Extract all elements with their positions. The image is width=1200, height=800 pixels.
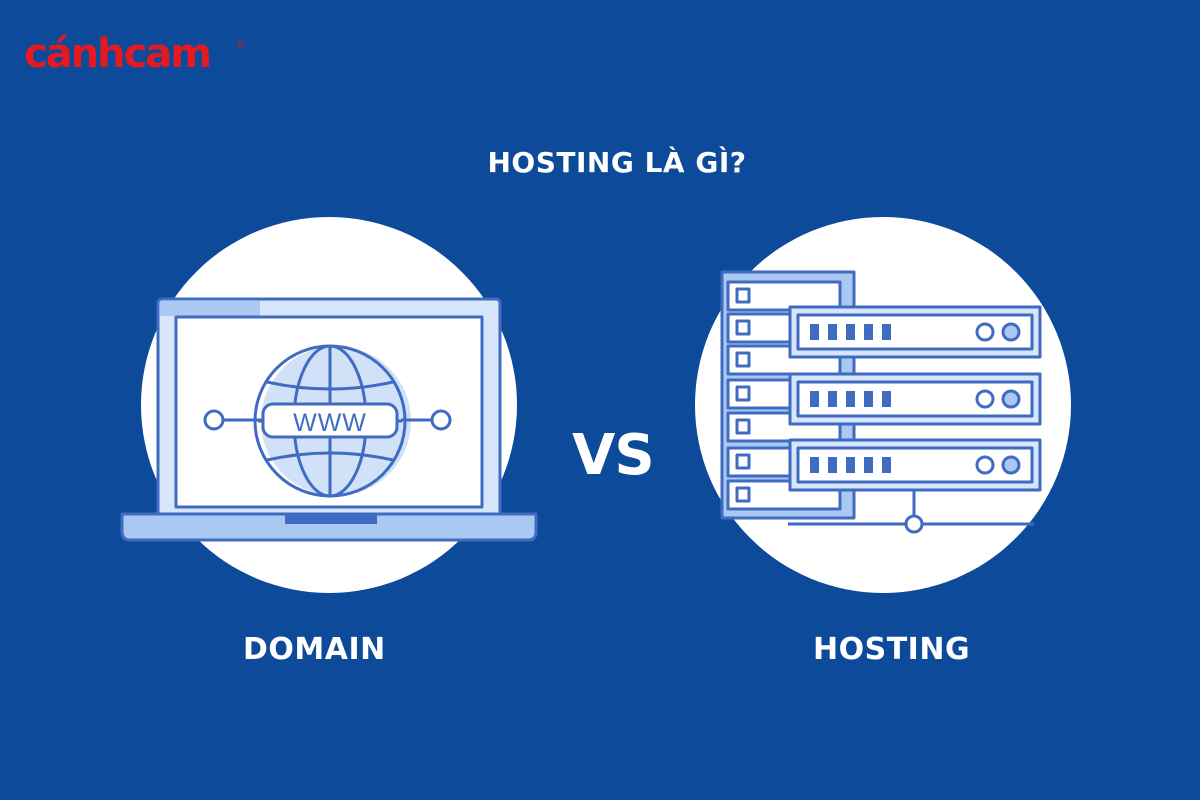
hosting-label: HOSTING [813, 632, 971, 667]
globe-icon [203, 344, 452, 498]
registered-mark: ® [236, 41, 245, 51]
network-node-icon [904, 514, 924, 534]
server-slots [810, 324, 891, 473]
url-text: WWW [293, 409, 367, 437]
brand-logo-text: cánhcam [24, 31, 212, 77]
server-rack-icon [720, 270, 1042, 534]
vs-separator: VS [572, 423, 655, 488]
page-title: HOSTING LÀ GÌ? [487, 146, 747, 179]
domain-label: DOMAIN [243, 632, 386, 667]
brand-logo[interactable]: cánhcam ® [24, 31, 245, 77]
